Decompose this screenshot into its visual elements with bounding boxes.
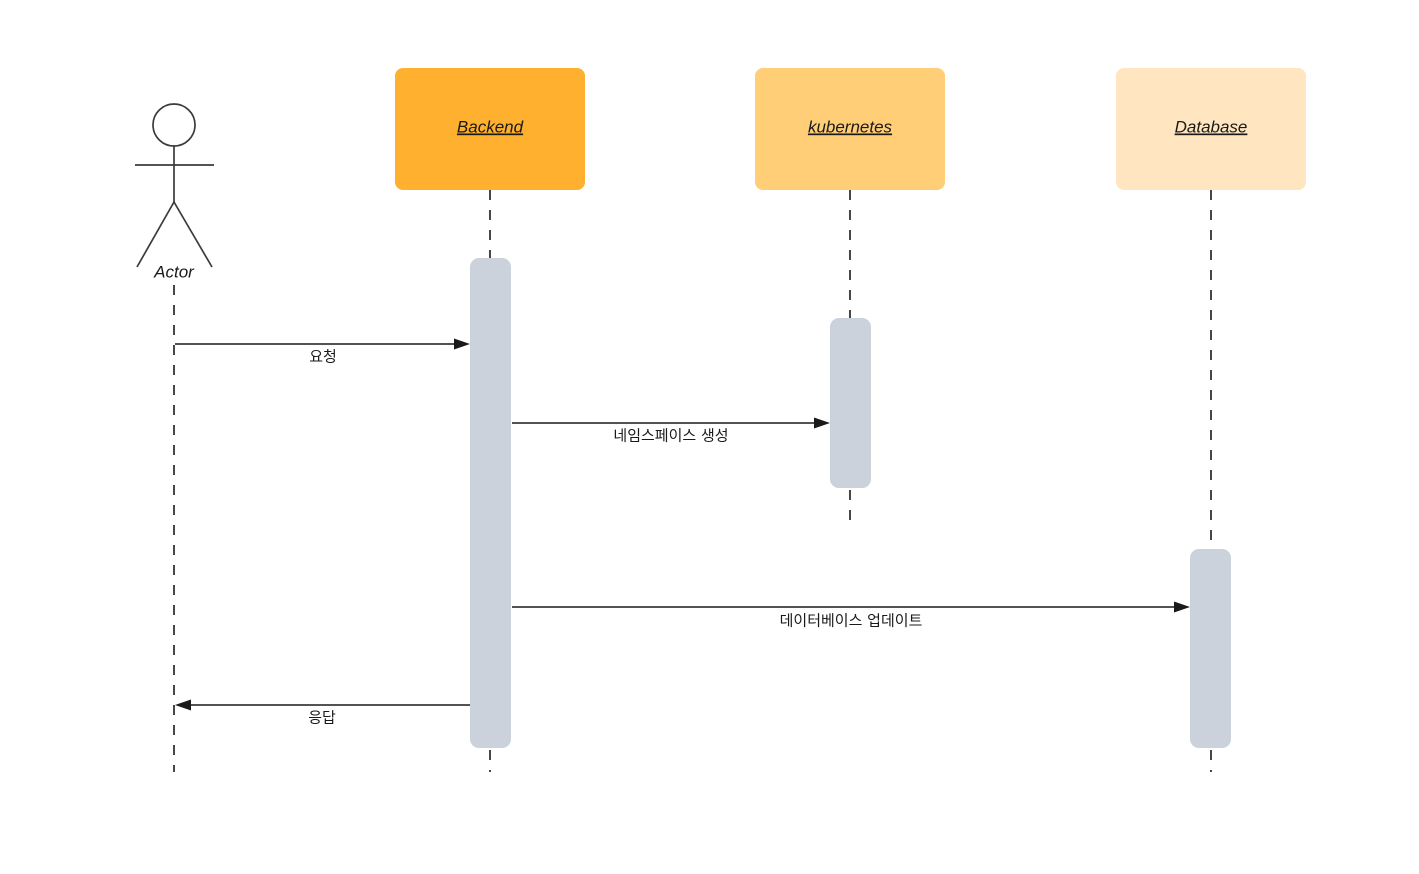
message-database-update-arrowhead (1174, 601, 1190, 613)
actor-leg-right-icon (173, 201, 213, 268)
message-database-update-label: 데이터베이스 업데이트 (780, 612, 923, 630)
participant-database[interactable]: Database (1116, 68, 1306, 190)
actor-leg-left-icon (136, 201, 175, 268)
activations-layer (470, 258, 1231, 748)
lifelines-layer (173, 190, 1212, 772)
participant-box-database[interactable] (1116, 68, 1306, 190)
message-create-namespace-arrowhead (814, 417, 830, 429)
participant-actor[interactable]: Actor (135, 103, 214, 281)
message-request-label: 요청 (309, 348, 337, 366)
activation-bar-backend (470, 258, 511, 748)
message-response[interactable]: 응답 (175, 699, 470, 727)
participant-label-database: Database (1175, 117, 1248, 136)
actor-label: Actor (153, 262, 195, 281)
participant-label-backend: Backend (457, 117, 524, 136)
message-request[interactable]: 요청 (175, 338, 470, 366)
activation-bar-database (1190, 549, 1231, 748)
participant-box-kubernetes[interactable] (755, 68, 945, 190)
message-database-update[interactable]: 데이터베이스 업데이트 (512, 601, 1190, 630)
participant-backend[interactable]: Backend (395, 68, 585, 190)
actor-head-icon (152, 103, 196, 147)
participant-kubernetes[interactable]: kubernetes (755, 68, 945, 190)
message-response-arrowhead (175, 699, 191, 711)
participant-label-kubernetes: kubernetes (808, 117, 893, 136)
participant-box-backend[interactable] (395, 68, 585, 190)
activation-bar-kubernetes (830, 318, 871, 488)
message-request-arrowhead (454, 338, 470, 350)
message-create-namespace[interactable]: 네임스페이스 생성 (512, 417, 830, 445)
message-create-namespace-label: 네임스페이스 생성 (613, 427, 728, 445)
message-response-label: 응답 (308, 709, 336, 727)
